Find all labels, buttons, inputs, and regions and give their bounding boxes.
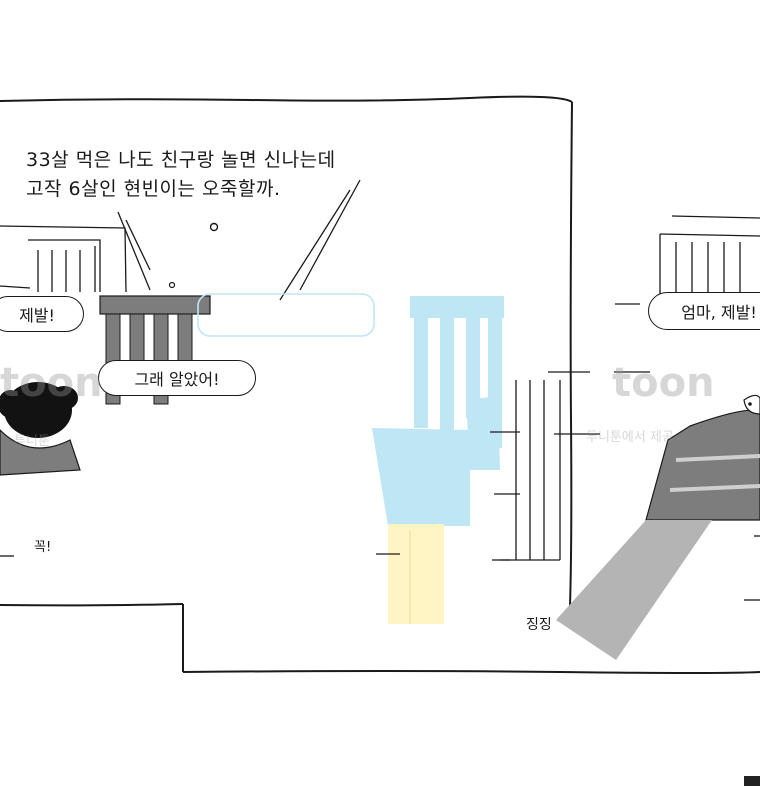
narration-line-2: 고작 6살인 현빈이는 오죽할까. — [26, 178, 281, 200]
panel-divider-border — [569, 101, 573, 607]
right-room-sketch — [376, 215, 760, 601]
narration-caption: 33살 먹은 나도 친구랑 놀면 신나는데 고작 6살인 현빈이는 오죽할까. — [26, 146, 446, 204]
thought-dot — [168, 281, 176, 289]
panel-top-border — [0, 95, 573, 103]
speech-bubble-please: 제발! — [0, 296, 84, 332]
speech-bubble-okay: 그래 알았어! — [98, 360, 256, 396]
window-frame — [197, 293, 375, 337]
narration-line-1: 33살 먹은 나도 친구랑 놀면 신나는데 — [26, 149, 336, 171]
thought-dot — [209, 222, 219, 232]
center-child — [372, 296, 504, 624]
corner-marker — [744, 776, 760, 786]
speech-bubble-mom-please: 엄마, 제발! — [648, 292, 760, 330]
right-character — [556, 394, 760, 660]
speech-text: 엄마, 제발! — [681, 303, 757, 322]
speech-text: 제발! — [19, 306, 55, 325]
sound-effect-whine: 징징 — [526, 617, 552, 633]
panel-bottom-left-border — [0, 603, 184, 607]
speech-text: 그래 알았어! — [134, 370, 220, 389]
sound-effect-left: 꼭! — [34, 540, 52, 555]
panel-bottom-border — [182, 670, 760, 674]
